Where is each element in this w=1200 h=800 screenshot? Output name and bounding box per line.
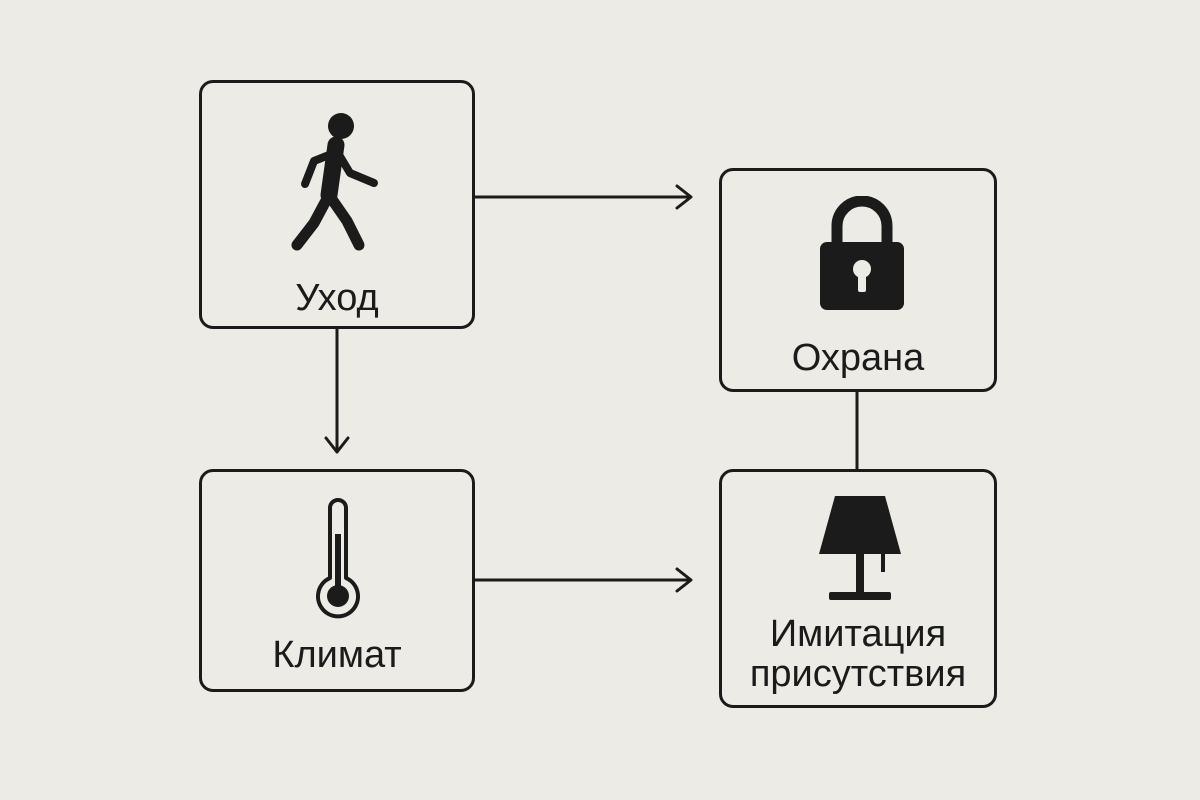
node-climate[interactable]: Климат	[199, 469, 475, 692]
node-climate-label: Климат	[272, 634, 402, 676]
node-leave[interactable]: Уход	[199, 80, 475, 329]
arrow-leave-to-climate	[324, 327, 350, 454]
padlock-icon	[820, 196, 904, 310]
thermometer-icon	[316, 498, 360, 619]
lamp-icon	[819, 496, 901, 600]
node-presence-label-line2: присутствия	[749, 653, 967, 695]
node-security[interactable]: Охрана	[719, 168, 997, 392]
node-security-label: Охрана	[791, 337, 925, 379]
arrow-climate-to-presence	[473, 567, 693, 593]
node-presence-label-line1: Имитация	[769, 613, 947, 655]
node-leave-label: Уход	[295, 277, 379, 319]
walking-person-icon	[291, 113, 378, 251]
node-presence[interactable]: Имитация присутствия	[719, 469, 997, 708]
arrow-leave-to-security	[473, 184, 693, 210]
